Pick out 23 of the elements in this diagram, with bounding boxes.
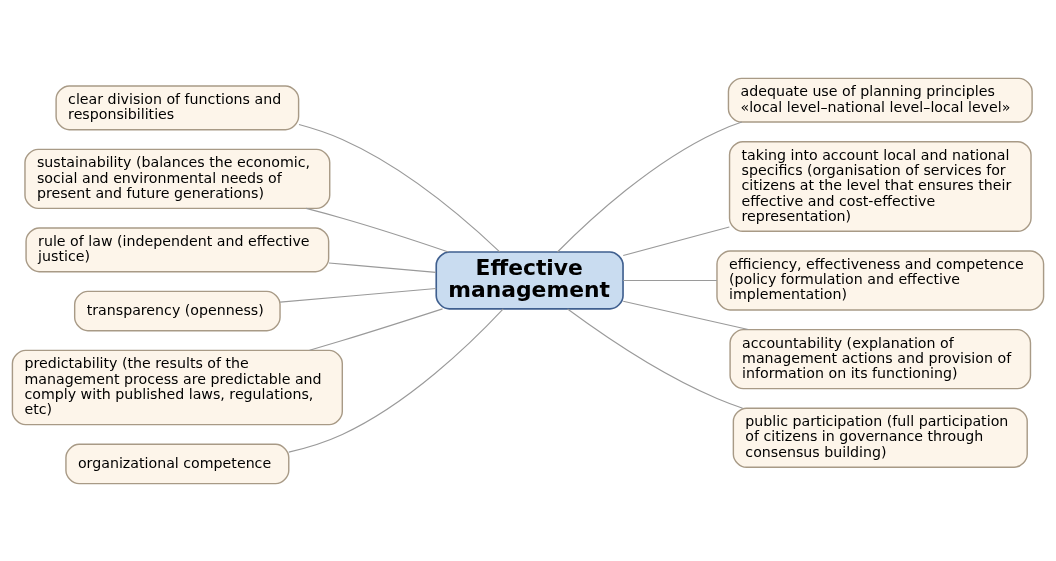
connector bbox=[298, 123, 501, 252]
node-box: organizational competence bbox=[65, 443, 290, 484]
connector bbox=[622, 279, 718, 281]
node-box: taking into account local and national specifics (organisation of services for citizens at the level that ensures their effective and cost-effective representation) bbox=[728, 140, 1032, 232]
connector bbox=[622, 300, 749, 330]
connector bbox=[305, 207, 449, 252]
connector bbox=[567, 307, 744, 409]
connector bbox=[556, 121, 743, 253]
node-box: efficiency, effectiveness and competence (policy formulation and effective implementation) bbox=[716, 249, 1045, 311]
connector bbox=[328, 261, 437, 273]
connector bbox=[288, 307, 504, 453]
node-box: Effective management bbox=[435, 250, 624, 310]
connector bbox=[279, 287, 437, 303]
connector bbox=[622, 225, 730, 256]
node-box: clear division of functions and responsibilities bbox=[55, 84, 300, 130]
node-box: adequate use of planning principles «local level–national level–local level» bbox=[727, 77, 1033, 123]
node-box: predictability (the results of the management process are predictable and comply with published laws, regulations, etc) bbox=[11, 349, 343, 425]
node-box: transparency (openness) bbox=[73, 290, 281, 331]
node-box: sustainability (balances the economic, social and environmental needs of present and future generations) bbox=[24, 148, 331, 209]
node-box: rule of law (independent and effective justice) bbox=[25, 226, 330, 272]
connector bbox=[309, 307, 444, 351]
node-box: accountability (explanation of management actions and provision of information on its functioning) bbox=[729, 328, 1032, 389]
node-box: public participation (full participation of citizens in governance through consensus building) bbox=[732, 407, 1028, 468]
